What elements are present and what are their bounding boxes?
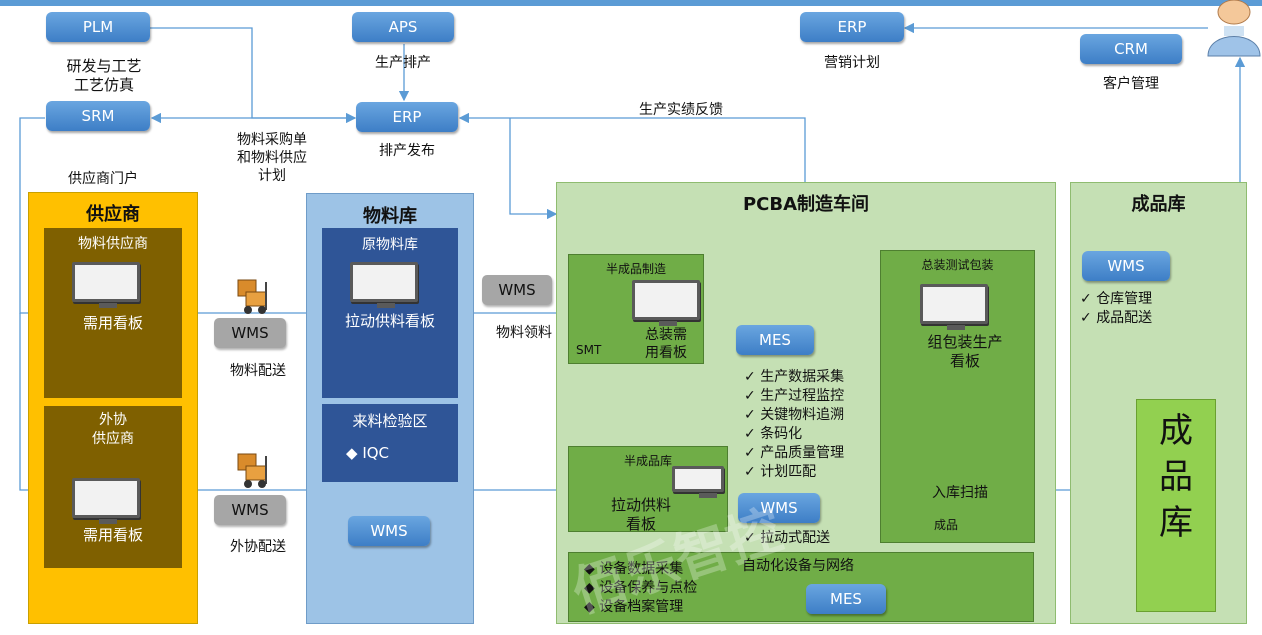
aps-button[interactable]: APS — [352, 12, 454, 42]
wms1-button[interactable]: WMS — [214, 318, 286, 348]
raw-material-box — [322, 228, 458, 398]
equipment-title: 自动化设备与网络 — [742, 558, 854, 574]
material-supplier-box — [44, 228, 182, 398]
raw-board-label: 拉动供料看板 — [344, 312, 435, 330]
erp-top-desc: 营销计划 — [824, 55, 880, 71]
mes-check-item: 条码化 — [744, 425, 884, 444]
monitor-icon — [920, 284, 988, 330]
finished-check-list: 仓库管理 成品配送 — [1080, 290, 1210, 328]
assembly-board2-label: 组包装生产 看板 — [927, 333, 1003, 370]
inspection-box — [322, 404, 458, 482]
material-delivery-label: 物料配送 — [230, 363, 286, 379]
finished-big-label: 成 品 库 — [1159, 411, 1193, 543]
material-board-label: 需用看板 — [82, 314, 143, 332]
semi-make-title: 半成品制造 — [605, 262, 666, 276]
finished-big-box — [1136, 399, 1216, 612]
inspection-title: 来料检验区 — [352, 412, 428, 430]
material-pick-label: 物料领料 — [496, 325, 552, 341]
erp-top-button[interactable]: ERP — [800, 12, 904, 42]
finished-wms-button[interactable]: WMS — [1082, 251, 1170, 281]
supplier-portal-label: 供应商门户 — [68, 171, 138, 187]
erp-mid-desc: 排产发布 — [379, 143, 435, 159]
equipment-item: 设备保养与点检 — [584, 579, 744, 598]
forklift-icon — [234, 450, 274, 490]
equipment-list: 设备数据采集 设备保养与点检 设备档案管理 — [584, 560, 744, 617]
smt-label: SMT — [576, 343, 602, 357]
finished-check-item: 成品配送 — [1080, 309, 1210, 328]
monitor-icon — [350, 262, 418, 308]
finished-check-item: 仓库管理 — [1080, 290, 1210, 309]
assembly-test-title: 总装测试包装 — [921, 258, 994, 272]
material-supplier-title: 物料供应商 — [78, 236, 148, 252]
semi-store-title: 半成品库 — [623, 454, 672, 468]
warehouse-title: 物料库 — [363, 206, 417, 227]
erp-mid-button[interactable]: ERP — [356, 102, 458, 132]
iqc-text: IQC — [362, 444, 390, 462]
finished-label: 成品 — [933, 518, 958, 532]
monitor-icon — [672, 466, 724, 498]
pull-delivery-list: 拉动式配送 — [744, 529, 864, 548]
mes-check-item: 关键物料追溯 — [744, 406, 884, 425]
crm-button[interactable]: CRM — [1080, 34, 1182, 64]
outsource-delivery-label: 外协配送 — [230, 539, 286, 555]
mes-check-item: 生产过程监控 — [744, 387, 884, 406]
outsource-board-label: 需用看板 — [82, 526, 143, 544]
mes-button[interactable]: MES — [736, 325, 814, 355]
equipment-item: 设备数据采集 — [584, 560, 744, 579]
pcba-wms-button[interactable]: WMS — [738, 493, 820, 523]
mes-check-item: 生产数据采集 — [744, 368, 884, 387]
finished-title: 成品库 — [1131, 194, 1186, 215]
mes-check-item: 产品质量管理 — [744, 444, 884, 463]
iqc-label: ◆ IQC — [346, 444, 390, 462]
pull-delivery-item: 拉动式配送 — [744, 529, 864, 548]
purchase-label: 物料采购单 和物料供应 计划 — [237, 132, 307, 184]
supplier-title: 供应商 — [86, 204, 140, 225]
line-erp-pcba — [509, 118, 558, 220]
crm-desc: 客户管理 — [1103, 76, 1159, 92]
feedback-label: 生产实绩反馈 — [639, 102, 723, 118]
line-plm-erp — [150, 27, 357, 124]
mes2-button[interactable]: MES — [806, 584, 886, 614]
semi-board-label: 拉动供料 看板 — [610, 496, 671, 533]
plm-button[interactable]: PLM — [46, 12, 150, 42]
plm-desc: 研发与工艺 工艺仿真 — [66, 57, 142, 94]
inbound-scan-label: 入库扫描 — [932, 485, 988, 501]
equipment-item: 设备档案管理 — [584, 598, 744, 617]
assembly-board-label: 总装需 用看板 — [645, 327, 687, 361]
wms3-button[interactable]: WMS — [482, 275, 552, 305]
warehouse-wms-button[interactable]: WMS — [348, 516, 430, 546]
monitor-icon — [72, 262, 140, 308]
pcba-title: PCBA制造车间 — [742, 194, 870, 215]
customer-icon — [1204, 0, 1262, 58]
monitor-icon — [632, 280, 700, 326]
top-bar — [0, 0, 1262, 6]
mes-check-item: 计划匹配 — [744, 463, 884, 482]
line-feedback — [458, 112, 806, 182]
outsource-supplier-title: 外协 供应商 — [92, 412, 134, 447]
srm-button[interactable]: SRM — [46, 101, 150, 131]
aps-desc: 生产排产 — [375, 55, 431, 71]
monitor-icon — [72, 478, 140, 524]
mes-check-list: 生产数据采集 生产过程监控 关键物料追溯 条码化 产品质量管理 计划匹配 — [744, 368, 884, 482]
forklift-icon — [234, 276, 274, 316]
raw-material-title: 原物料库 — [362, 237, 418, 253]
wms2-button[interactable]: WMS — [214, 495, 286, 525]
